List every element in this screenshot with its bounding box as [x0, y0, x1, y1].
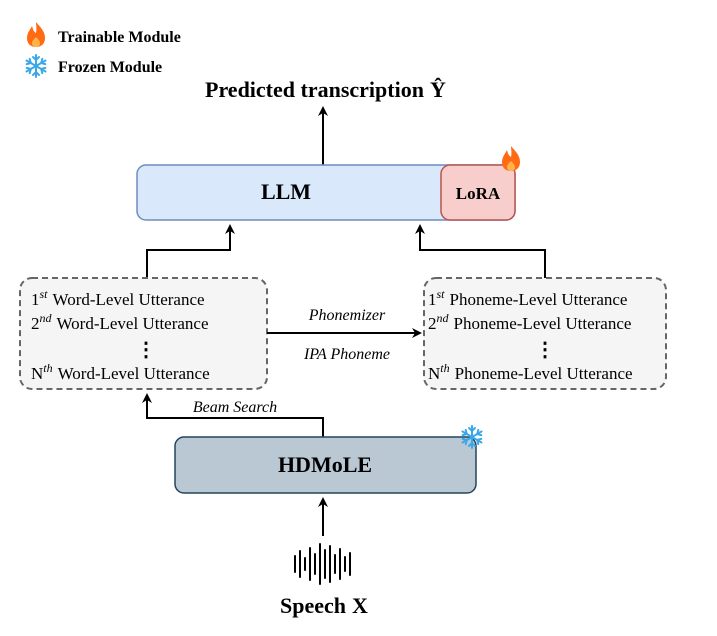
arrow-word-to-llm — [146, 224, 235, 278]
lora-flame-icon — [502, 146, 520, 171]
waveform-icon — [294, 543, 351, 585]
input-symbol: X — [352, 593, 368, 618]
hdmole-box — [174, 436, 477, 494]
snowflake-icon — [25, 54, 47, 78]
legend-trainable-label: Trainable Module — [58, 29, 181, 46]
flame-icon — [27, 22, 45, 47]
phoneme-level-box — [423, 277, 667, 390]
arrow-phoneme-to-llm — [415, 224, 546, 278]
arrow-hdmole-to-word — [142, 393, 324, 437]
beam-search-label: Beam Search — [193, 399, 277, 416]
phonemizer-label: Phonemizer — [308, 307, 386, 324]
ipa-phoneme-label: IPA Phoneme — [303, 346, 390, 363]
word-ellipsis: ⋮ — [136, 339, 156, 361]
phoneme-ellipsis: ⋮ — [535, 339, 555, 361]
legend-frozen-label: Frozen Module — [58, 59, 162, 76]
lora-box — [440, 164, 516, 221]
hdmole-label: HDMoLE — [278, 452, 372, 477]
lora-label: LoRA — [456, 184, 501, 203]
legend: Trainable Module Frozen Module — [25, 22, 181, 78]
output-symbol: Ŷ — [430, 77, 446, 102]
llm-label: LLM — [261, 179, 311, 204]
